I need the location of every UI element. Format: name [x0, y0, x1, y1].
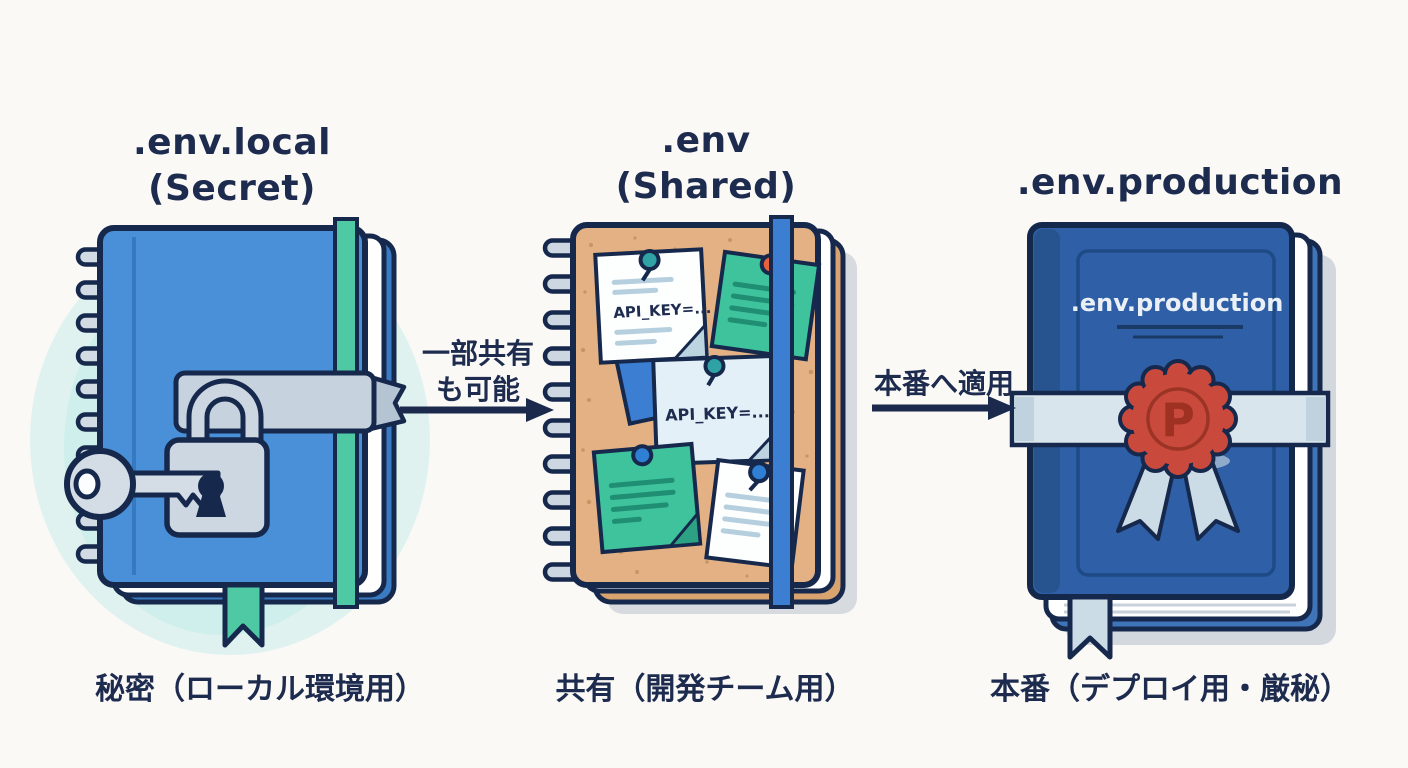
arrow-icon-1	[400, 398, 554, 422]
env-local-notebook-illustration	[30, 217, 430, 655]
arrow-2-label: 本番へ適用	[873, 367, 1014, 400]
bookmark-ribbon	[222, 582, 265, 648]
note-text: API_KEY=...	[665, 402, 770, 425]
arrow-icon-2	[872, 396, 1016, 420]
title-env-local: .env.local (Secret)	[57, 120, 407, 212]
cover-label: .env.production	[1071, 289, 1284, 317]
title-env-local-line1: .env.local	[133, 122, 331, 163]
bookmark-ribbon	[1067, 594, 1113, 660]
sticky-note-api-key-2: API_KEY=...	[651, 353, 781, 467]
keyhole	[196, 473, 226, 517]
arrow-1-label: 一部共有 も可能	[421, 337, 534, 407]
sticky-note-api-key-1: API_KEY=...	[593, 247, 712, 365]
seal-ribbon-tails	[1116, 449, 1240, 541]
seal-letter: P	[1161, 393, 1195, 447]
title-env-shared-line2: (Shared)	[615, 166, 797, 208]
title-env-production-line1: .env.production	[1016, 162, 1344, 203]
title-env-shared: .env (Shared)	[530, 118, 882, 210]
note-text: API_KEY=...	[613, 299, 712, 322]
title-env-local-line2: (Secret)	[148, 168, 316, 210]
sticky-note-teal-top	[709, 249, 822, 362]
pushpin-icon	[748, 461, 771, 484]
title-env-production: .env.production	[985, 160, 1375, 206]
env-shared-notebook-illustration: API_KEY=... API_KEY=...	[542, 215, 857, 614]
wax-seal-icon: P	[1118, 359, 1238, 479]
elastic-band	[769, 215, 794, 609]
pushpin-icon	[638, 249, 661, 272]
pushpin-icon	[703, 355, 726, 378]
caption-local: 秘密（ローカル環境用）	[95, 672, 425, 707]
pushpin-icon	[631, 444, 654, 467]
folded-corner	[668, 512, 702, 548]
caption-production: 本番（デプロイ用・厳秘）	[990, 672, 1350, 707]
sticky-note-teal-bottom	[591, 441, 703, 555]
env-production-book-illustration: .env.production P	[1009, 222, 1336, 660]
title-env-shared-line1: .env	[661, 120, 751, 161]
caption-shared: 共有（開発チーム用）	[555, 672, 855, 707]
